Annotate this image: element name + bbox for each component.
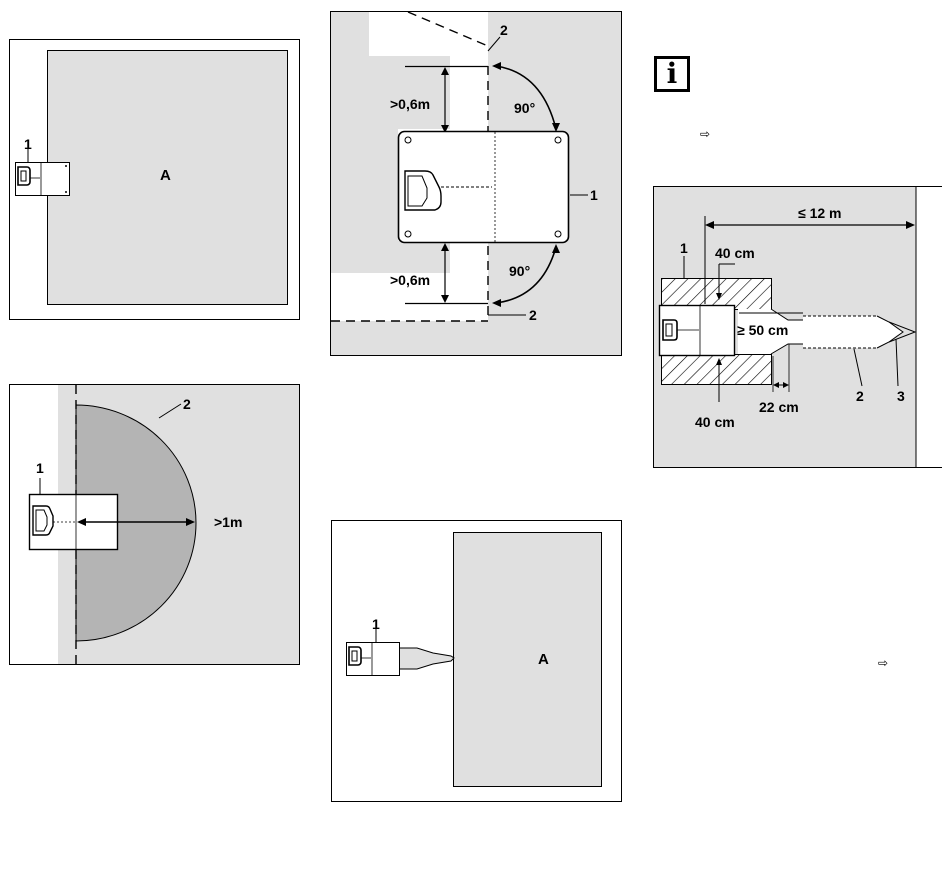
reference-arrow-icon: ⇨ bbox=[878, 656, 888, 670]
diagram-station-edge-area: 1 A bbox=[9, 39, 301, 321]
distance-label: >1m bbox=[214, 514, 242, 530]
charging-station bbox=[660, 306, 735, 356]
station-label: 1 bbox=[590, 187, 598, 203]
tip-label: 3 bbox=[897, 388, 905, 404]
reference-arrow-icon: ⇨ bbox=[700, 127, 710, 141]
width-label: ≥ 50 cm bbox=[737, 322, 788, 338]
area-label: A bbox=[538, 651, 549, 668]
angle-bottom-label: 90° bbox=[509, 263, 530, 279]
diagram-station-free-zone: 1 2 >1m bbox=[9, 384, 301, 666]
station-label: 1 bbox=[680, 240, 688, 256]
diagram-corridor-dimensions: ≤ 12 m 1 40 cm ≥ 50 cm 40 cm 22 cm 2 3 bbox=[653, 186, 943, 469]
charging-station bbox=[16, 163, 70, 196]
gap-bottom-label: 40 cm bbox=[695, 414, 735, 430]
charging-station bbox=[399, 132, 569, 243]
station-label: 1 bbox=[36, 460, 44, 476]
angle-top-label: 90° bbox=[514, 100, 535, 116]
wire-label: 2 bbox=[856, 388, 864, 404]
lawn-area bbox=[454, 533, 602, 787]
diagram-station-clearances: >0,6m 90° 2 1 >0,6m 90° 2 bbox=[330, 11, 623, 357]
station-label: 1 bbox=[24, 136, 32, 152]
wire-top-label: 2 bbox=[500, 22, 508, 38]
max-distance-label: ≤ 12 m bbox=[798, 205, 841, 221]
zone-label: 2 bbox=[183, 396, 191, 412]
info-icon: i bbox=[654, 56, 690, 92]
charging-station bbox=[347, 643, 400, 676]
gap-top-label: 40 cm bbox=[715, 245, 755, 261]
station-label: 1 bbox=[372, 616, 380, 632]
distance-bottom-label: >0,6m bbox=[390, 272, 430, 288]
hatched-obstacle-bottom bbox=[662, 355, 772, 385]
distance-top-label: >0,6m bbox=[390, 96, 430, 112]
wire-bottom-label: 2 bbox=[529, 307, 537, 323]
diagram-station-outside-area: 1 A bbox=[331, 520, 623, 803]
area-label: A bbox=[160, 167, 171, 184]
corridor-label: 22 cm bbox=[759, 399, 799, 415]
